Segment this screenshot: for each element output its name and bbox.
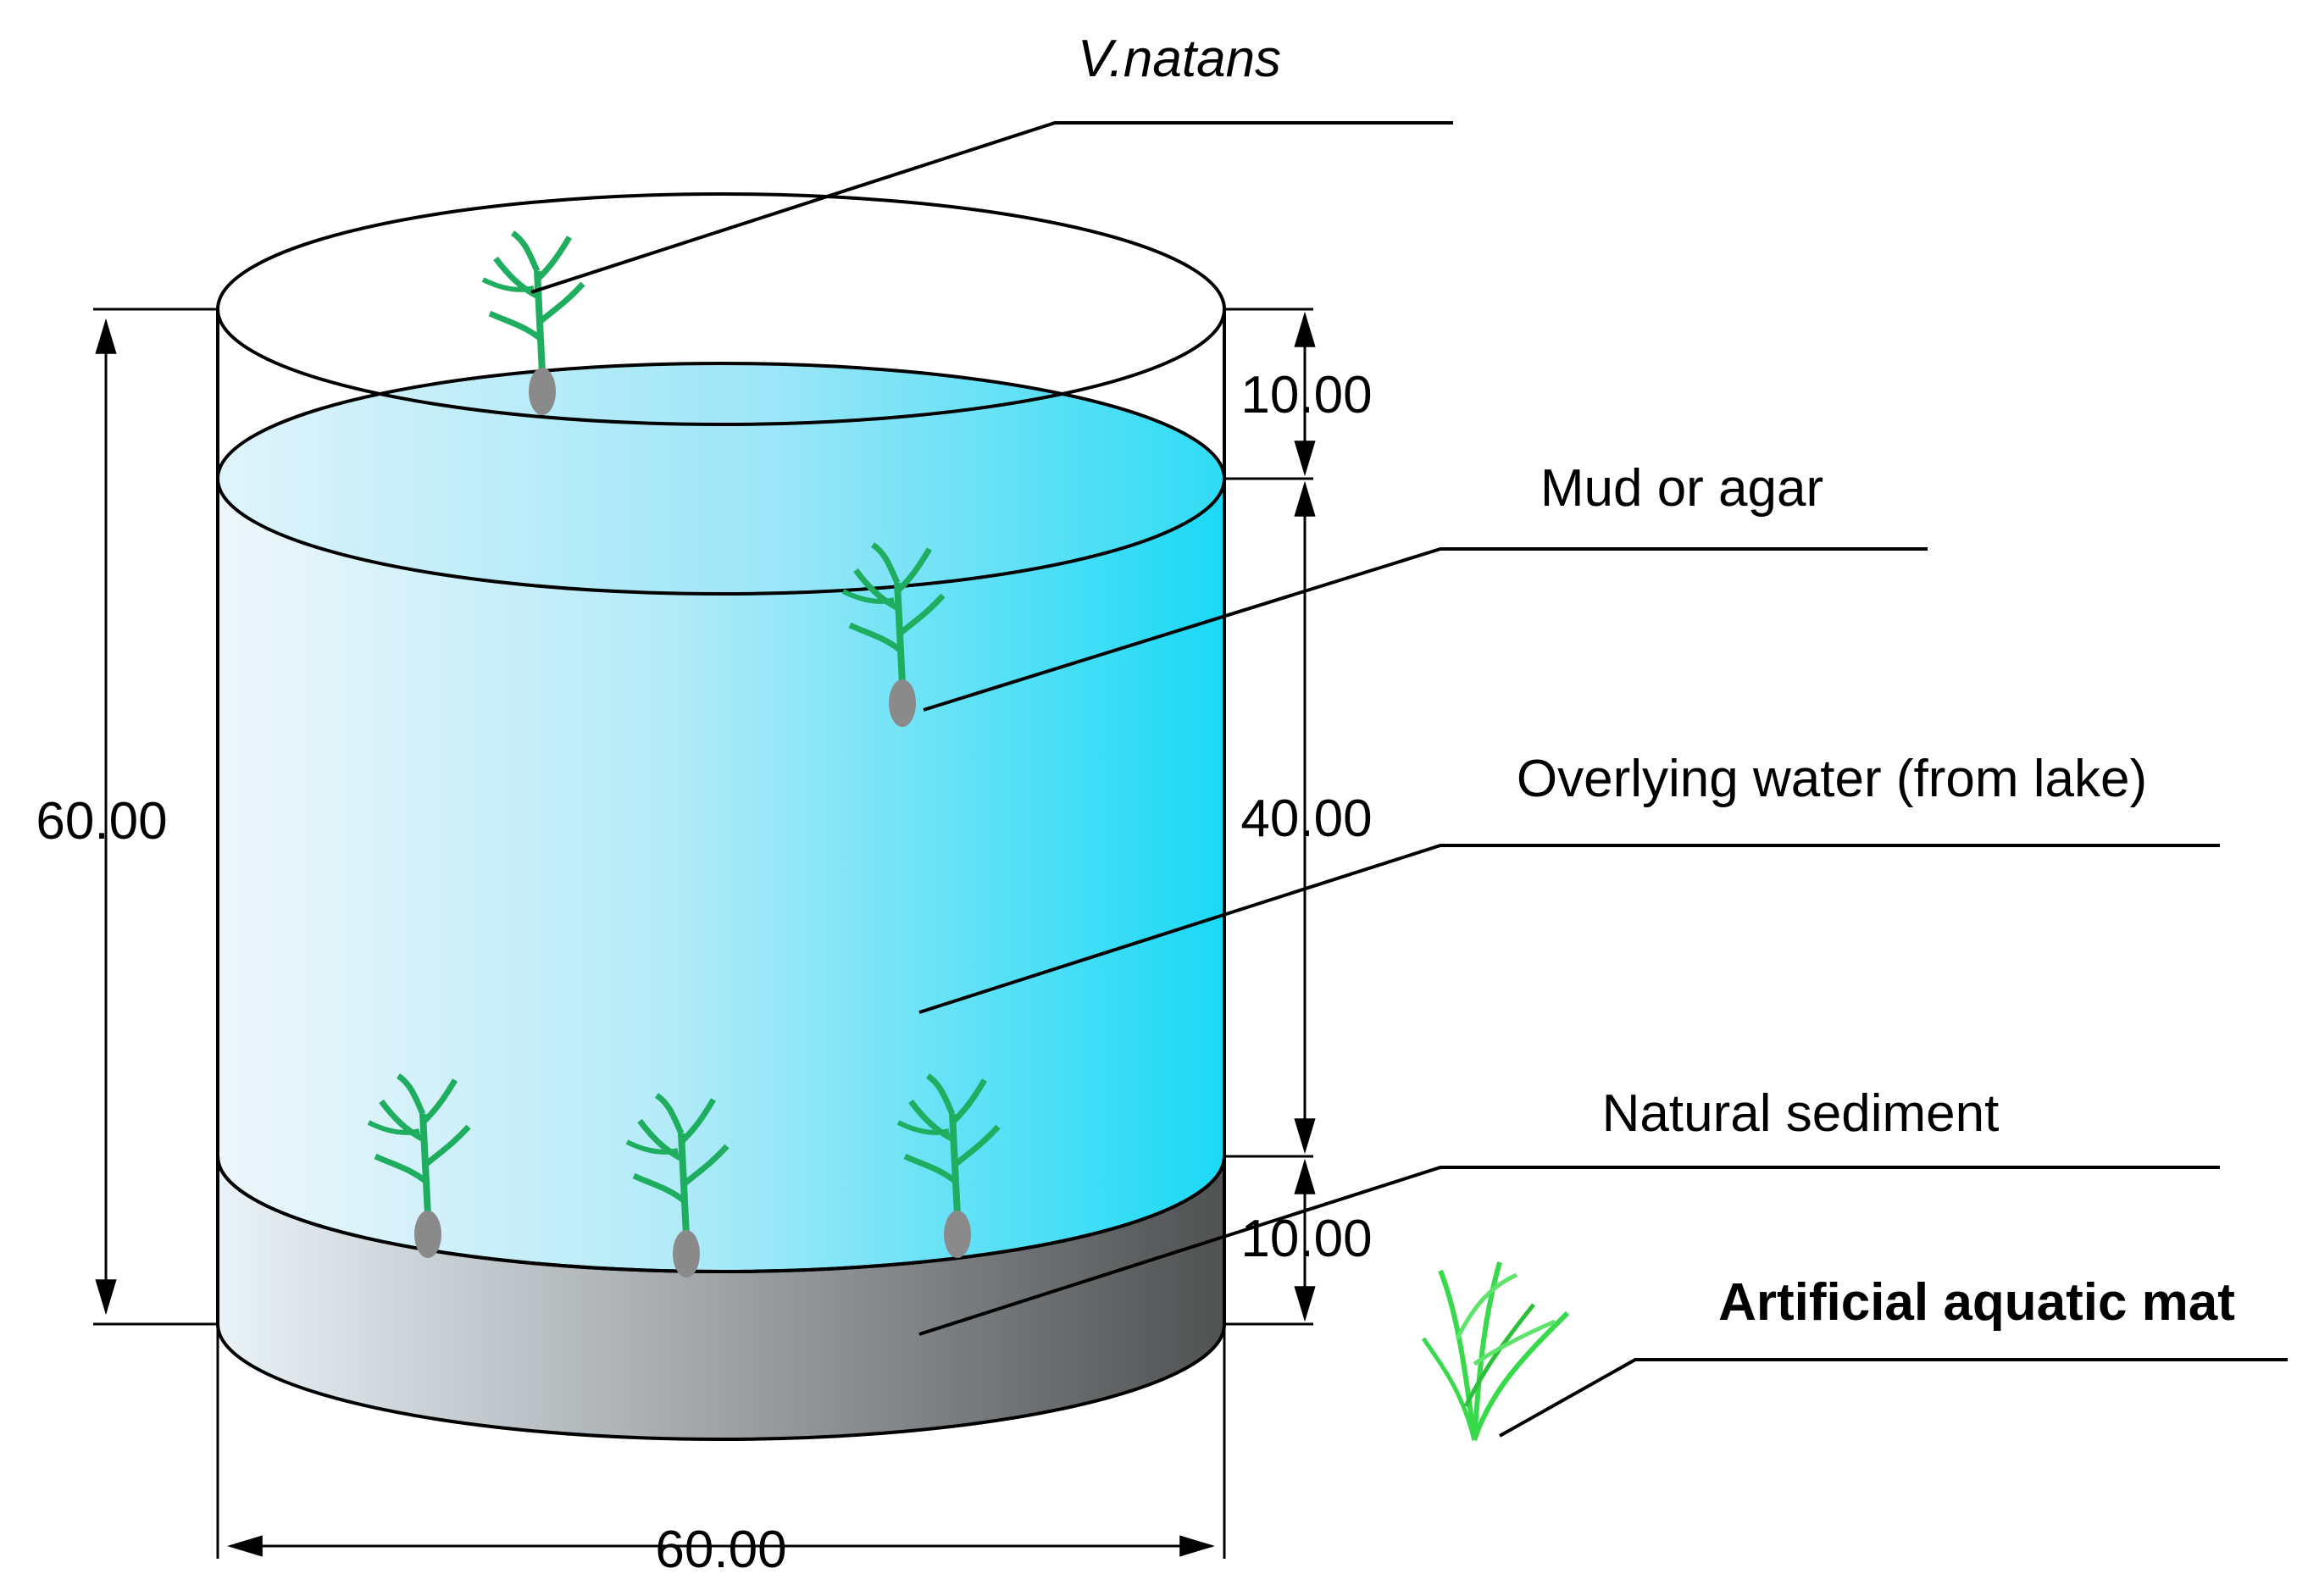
dim-total-height-label: 60.00 (36, 792, 167, 851)
label-artificial-mat: Artificial aquatic mat (1718, 1273, 2235, 1332)
callout-v-natans: V.natans (530, 30, 1453, 294)
artificial-mat-icon (1421, 1261, 1570, 1441)
label-overlying-water: Overlying water (from lake) (1517, 750, 2147, 808)
dim-diameter-label: 60.00 (655, 1521, 786, 1579)
label-v-natans: V.natans (1078, 30, 1281, 88)
dimension-diameter: 60.00 (216, 1324, 1226, 1579)
callout-artificial-mat: Artificial aquatic mat (1499, 1273, 2288, 1438)
label-mud-or-agar: Mud or agar (1540, 459, 1823, 518)
dim-top-gap-label: 10.00 (1240, 366, 1372, 424)
callout-overlying-water: Overlying water (from lake) (918, 750, 2220, 1014)
dimension-right: 10.00 40.00 10.00 (1224, 308, 1373, 1326)
dim-water-depth-label: 40.00 (1240, 790, 1372, 848)
dim-sediment-depth-label: 10.00 (1240, 1210, 1372, 1268)
callout-natural-sediment: Natural sediment (918, 1084, 2220, 1336)
label-natural-sediment: Natural sediment (1602, 1084, 2000, 1143)
dimension-total-height: 60.00 (36, 308, 218, 1326)
water-body (216, 362, 1226, 1273)
callout-mud-or-agar: Mud or agar (923, 459, 1928, 712)
